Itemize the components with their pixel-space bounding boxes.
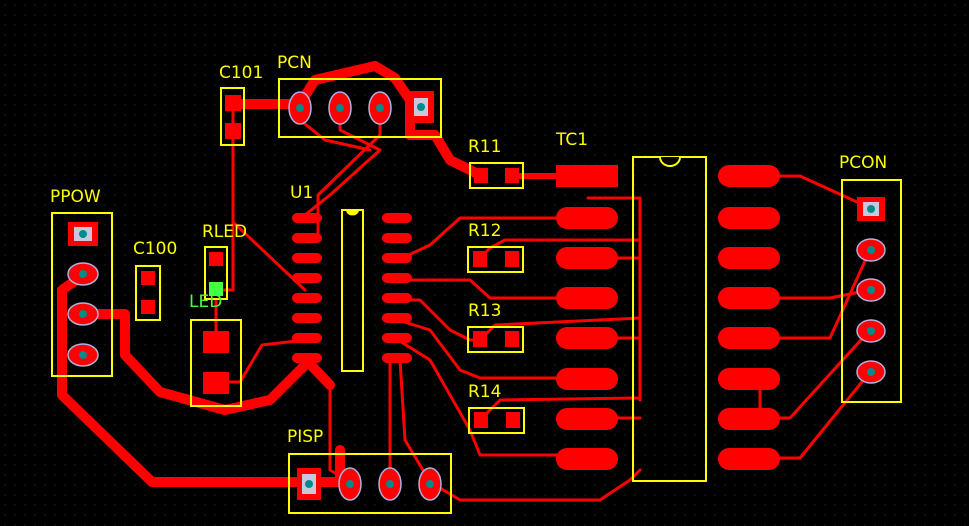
pisp-connector: PISP	[287, 427, 452, 514]
r13-label: R13	[468, 301, 501, 321]
u1-label: U1	[290, 183, 313, 203]
led-component: LED	[189, 292, 242, 407]
led-label: LED	[189, 292, 222, 312]
c101-label: C101	[219, 63, 263, 83]
r12-resistor: R12	[467, 221, 524, 273]
u1-chip: U1	[290, 183, 412, 372]
pcon-label: PCON	[839, 153, 887, 173]
r11-resistor: R11	[468, 137, 524, 189]
ppow-connector: PPOW	[50, 187, 113, 377]
c101-capacitor: C101	[219, 63, 263, 146]
c100-label: C100	[133, 239, 177, 259]
tc1-pads: TC1	[555, 130, 618, 470]
tc1-label: TC1	[555, 130, 588, 150]
r13-resistor: R13	[467, 301, 524, 353]
ppow-label: PPOW	[50, 187, 101, 207]
rled-resistor: RLED	[202, 222, 247, 300]
r11-label: R11	[468, 137, 501, 157]
pcon-connector: PCON	[839, 153, 902, 403]
tc1-ic	[632, 156, 780, 482]
pcn-connector: PCN	[277, 53, 442, 138]
pisp-label: PISP	[287, 427, 323, 447]
r14-resistor: R14	[468, 382, 525, 434]
r14-label: R14	[468, 382, 501, 402]
r12-label: R12	[468, 221, 501, 241]
c100-capacitor: C100	[133, 239, 177, 321]
rled-label: RLED	[202, 222, 247, 242]
pcn-label: PCN	[277, 53, 312, 73]
